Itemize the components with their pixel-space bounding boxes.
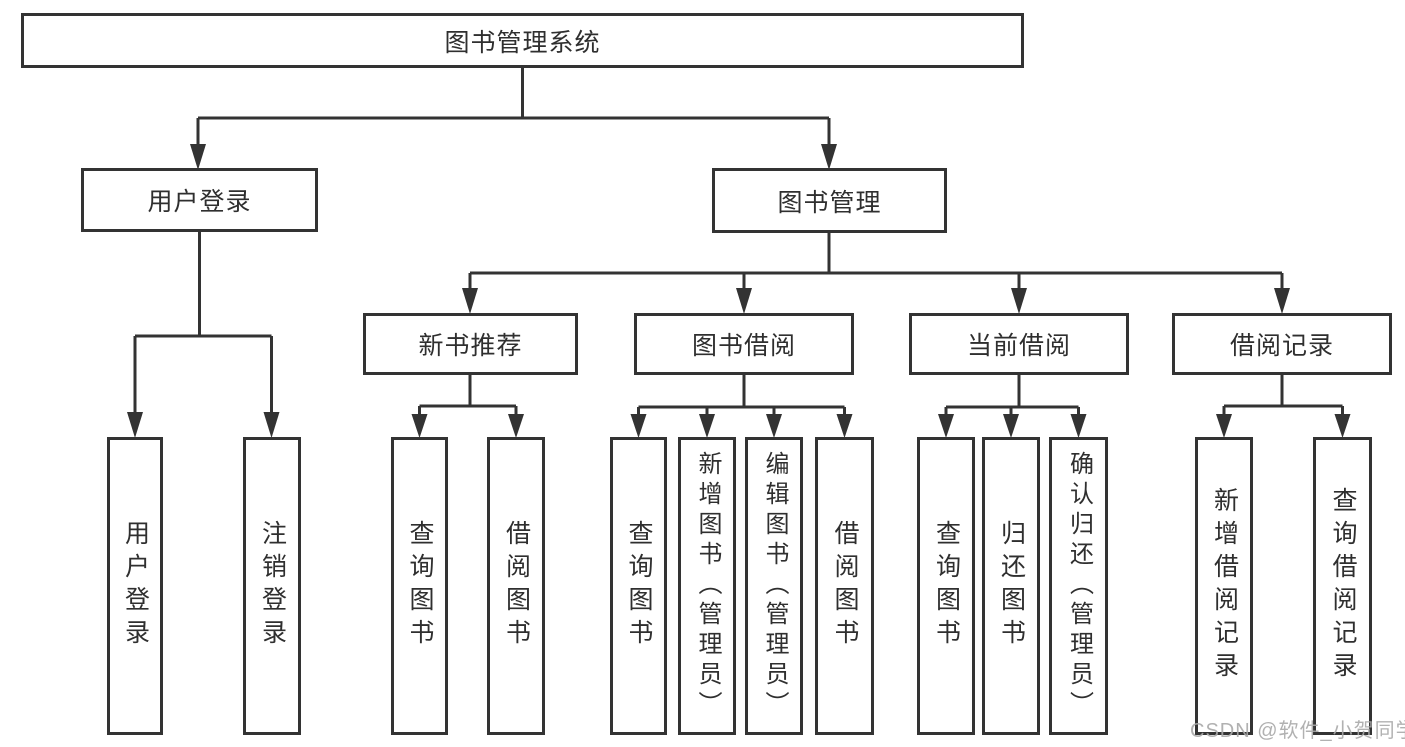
node-label: 查询图书 bbox=[625, 520, 653, 652]
node-label: 编辑图书（管理员） bbox=[761, 451, 788, 721]
arrow-down-icon bbox=[699, 414, 715, 438]
node-label: 查询借阅记录 bbox=[1329, 487, 1357, 685]
node-user-login: 用户登录 bbox=[107, 437, 163, 735]
arrow-down-icon bbox=[1003, 414, 1019, 438]
node-query-borrow-record: 查询借阅记录 bbox=[1313, 437, 1372, 735]
arrow-down-icon bbox=[1216, 414, 1232, 438]
arrow-down-icon bbox=[1274, 288, 1290, 314]
node-add-borrow-record: 新增借阅记录 bbox=[1195, 437, 1253, 735]
csdn-watermark: CSDN @软件_小贺同学 bbox=[1190, 720, 1405, 742]
node-confirm-return-admin: 确认归还（管理员） bbox=[1049, 437, 1108, 735]
node-edit-book-admin: 编辑图书（管理员） bbox=[745, 437, 803, 735]
node-logout: 注销登录 bbox=[243, 437, 301, 735]
arrow-down-icon bbox=[1070, 414, 1087, 438]
connector-bookborrow-to-children bbox=[637, 375, 846, 420]
node-label: 借阅图书 bbox=[831, 520, 859, 652]
node-borrowing-records: 借阅记录 bbox=[1172, 313, 1392, 375]
node-current-borrowing: 当前借阅 bbox=[909, 313, 1129, 375]
node-query-books-borrow: 查询图书 bbox=[610, 437, 667, 735]
node-label: 查询图书 bbox=[406, 520, 434, 652]
connector-newbookrec-to-children bbox=[418, 375, 518, 420]
arrow-down-icon bbox=[736, 288, 752, 314]
node-label: 确认归还（管理员） bbox=[1065, 451, 1093, 721]
connector-currentborrow-to-children bbox=[944, 375, 1080, 420]
node-query-books-rec: 查询图书 bbox=[391, 437, 448, 735]
arrow-down-icon bbox=[821, 144, 837, 170]
arrow-down-icon bbox=[190, 144, 206, 170]
arrow-down-icon bbox=[938, 414, 954, 438]
node-label: 查询图书 bbox=[932, 520, 961, 652]
node-label: 注销登录 bbox=[258, 520, 287, 652]
node-new-book-recommend: 新书推荐 bbox=[363, 313, 578, 375]
node-label: 借阅图书 bbox=[502, 520, 531, 652]
connector-root-to-level2 bbox=[196, 68, 831, 150]
arrow-down-icon bbox=[836, 414, 853, 438]
connector-borrowrecords-to-children bbox=[1222, 375, 1344, 420]
arrow-down-icon bbox=[127, 412, 143, 438]
node-label: 新增借阅记录 bbox=[1210, 487, 1239, 685]
arrow-down-icon bbox=[1011, 288, 1027, 314]
node-book-management-branch: 图书管理 bbox=[712, 168, 947, 233]
node-borrow-books: 借阅图书 bbox=[815, 437, 874, 735]
arrow-down-icon bbox=[766, 414, 782, 438]
node-library-management-system: 图书管理系统 bbox=[21, 13, 1024, 68]
arrow-down-icon bbox=[508, 414, 524, 438]
node-book-borrowing: 图书借阅 bbox=[634, 313, 854, 375]
node-add-book-admin: 新增图书（管理员） bbox=[678, 437, 736, 735]
arrow-down-icon bbox=[630, 414, 647, 438]
node-return-books: 归还图书 bbox=[982, 437, 1040, 735]
arrow-down-icon bbox=[1334, 414, 1351, 438]
connector-userlogin-to-children bbox=[133, 232, 273, 418]
node-query-books-current: 查询图书 bbox=[917, 437, 975, 735]
node-borrow-books-rec: 借阅图书 bbox=[487, 437, 545, 735]
arrow-down-icon bbox=[411, 414, 428, 438]
node-label: 用户登录 bbox=[121, 520, 150, 652]
node-user-login-branch: 用户登录 bbox=[81, 168, 318, 232]
node-label: 归还图书 bbox=[997, 520, 1026, 652]
arrow-down-icon bbox=[263, 412, 280, 438]
connector-bookmgmt-to-children bbox=[468, 233, 1284, 294]
arrow-down-icon bbox=[462, 288, 478, 314]
node-label: 新增图书（管理员） bbox=[694, 451, 721, 721]
